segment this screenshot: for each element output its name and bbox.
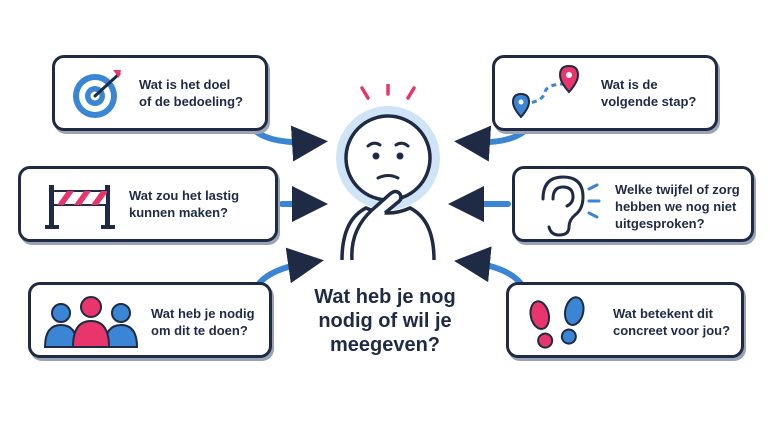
card-needs: Wat heb je nodig om dit te doen?: [28, 282, 272, 358]
target-icon: [73, 70, 121, 118]
footsteps-icon: [529, 296, 585, 349]
arrow-meaning: [454, 246, 525, 288]
card-obstacle: Wat zou het lastig kunnen maken?: [18, 166, 278, 242]
card-needs-label: Wat heb je nodig om dit te doen?: [151, 306, 255, 338]
people-group-icon: [43, 296, 139, 348]
card-goal-label: Wat is het doel of de bedoeling?: [139, 77, 243, 109]
card-meaning-label: Wat betekent dit concreet voor jou?: [613, 306, 731, 338]
arrow-needs: [255, 247, 324, 288]
card-meaning: Wat betekent dit concreet voor jou?: [506, 282, 744, 358]
card-goal: Wat is het doel of de bedoeling?: [52, 55, 268, 131]
route-map-icon: [511, 64, 580, 119]
card-next-step: Wat is de volgende stap?: [492, 55, 718, 131]
card-next-step-label: Wat is de volgende stap?: [601, 77, 697, 109]
card-doubt: Welke twijfel of zorg hebben we nog niet…: [512, 166, 754, 242]
card-obstacle-label: Wat zou het lastig kunnen maken?: [129, 188, 240, 220]
central-question: Wat heb je nog nodig of wil je meegeven?: [314, 286, 456, 356]
arrow-goal: [249, 125, 328, 162]
thinking-person-icon: [336, 84, 440, 261]
barrier-icon: [45, 185, 115, 229]
card-doubt-label: Welke twijfel of zorg hebben we nog niet…: [615, 182, 740, 231]
ear-icon: [541, 175, 601, 237]
